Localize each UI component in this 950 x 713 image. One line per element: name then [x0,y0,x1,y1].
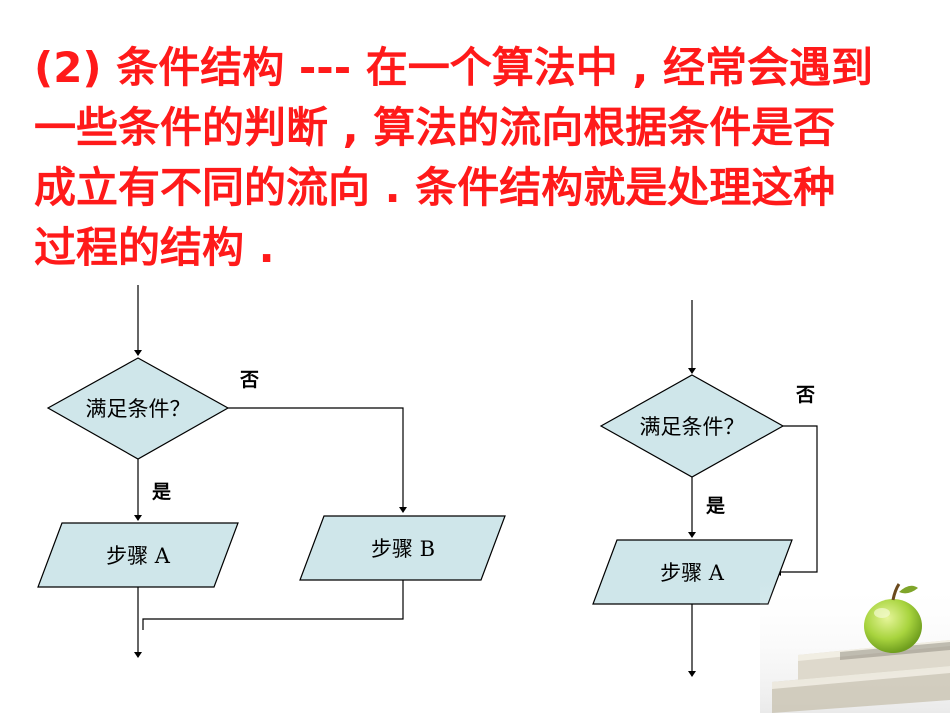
left-no-branch-arrow [228,408,403,512]
left-step-b-label: 步骤 B [371,537,435,561]
right-step-a-label: 步骤 A [660,561,725,585]
left-yes-label: 是 [152,481,171,503]
left-condition-label: 满足条件？ [86,397,191,421]
right-condition-label: 满足条件？ [640,415,745,439]
left-step-a-label: 步骤 A [106,544,171,568]
left-flowchart: 满足条件？ 否 是 步骤 A 步骤 B [38,285,505,657]
right-yes-label: 是 [706,495,725,517]
decoration [760,580,950,713]
left-no-label: 否 [239,369,259,391]
right-no-label: 否 [795,384,815,406]
